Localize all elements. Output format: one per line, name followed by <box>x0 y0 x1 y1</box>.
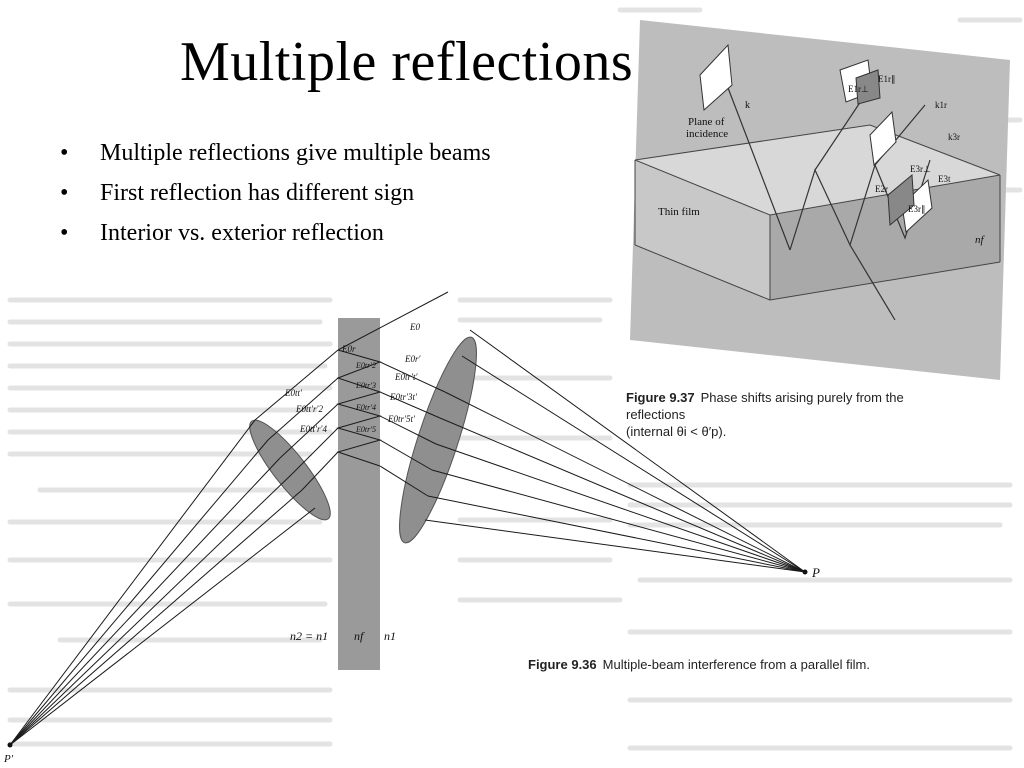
bullet-item: Multiple reflections give multiple beams <box>58 136 491 176</box>
vector-label: k <box>745 100 750 111</box>
caption-text: Multiple-beam interference from a parall… <box>602 657 870 672</box>
vector-label: E3t <box>938 174 951 184</box>
figure-label: Figure 9.37 <box>626 390 695 405</box>
caption-text-line2: (internal θi < θ′p). <box>626 424 727 439</box>
vector-label: E3r∥ <box>908 204 926 214</box>
thin-film-label: Thin film <box>658 206 700 218</box>
focus-point-p <box>802 569 808 575</box>
n2-eq-n1-label: n2 = n1 <box>290 629 328 643</box>
vector-label: k3r <box>948 132 960 142</box>
nf-label: nf <box>354 629 365 643</box>
slide-title: Multiple reflections <box>170 30 644 94</box>
vector-label: k1r <box>935 100 947 110</box>
vector-label: E3r⊥ <box>910 164 931 174</box>
right-lens <box>399 336 477 544</box>
point-p-label: P <box>811 565 820 580</box>
ray-label: E0tt′r′2 <box>295 404 323 414</box>
incidence-label: incidence <box>686 128 728 140</box>
nf-label: nf <box>975 234 986 246</box>
n1-label: n1 <box>384 629 396 643</box>
ray-label: E0 <box>409 322 420 332</box>
vector-label: E1r⊥ <box>848 84 869 94</box>
ray-label: E0r′ <box>404 354 422 364</box>
ray-label: E0tt′r′4 <box>299 424 327 434</box>
parallel-film <box>338 318 380 670</box>
ray-label: E0tr′3t′ <box>389 392 418 402</box>
ray-label: E0tr′5 <box>355 425 376 434</box>
ray-label: E0r <box>341 344 356 354</box>
ray-label: E0tr′5t′ <box>387 414 416 424</box>
bullet-item: First reflection has different sign <box>58 176 491 216</box>
bullet-item: Interior vs. exterior reflection <box>58 216 491 256</box>
point-p-prime-label: P′ <box>3 753 14 765</box>
vector-label: E1r∥ <box>878 74 896 84</box>
thin-film-side-face <box>770 175 1000 300</box>
ray-label: E0tr′3 <box>355 381 376 390</box>
caption-text: Phase shifts arising purely from the ref… <box>626 390 904 422</box>
thin-film-top-face <box>635 125 1000 215</box>
plane-label: Plane of <box>688 116 725 128</box>
ray-label: E0tr′4 <box>355 403 376 412</box>
figure-9-36-caption: Figure 9.36 Multiple-beam interference fr… <box>528 656 928 673</box>
vector-label: E2r <box>875 184 888 194</box>
ray-label: E0tr′t′ <box>394 372 418 382</box>
ray-label: E0tt′ <box>284 388 303 398</box>
bullet-list: Multiple reflections give multiple beams… <box>58 136 491 256</box>
thin-film-front-face <box>635 160 770 300</box>
ray-label: E0tr′2 <box>355 361 376 370</box>
left-lens <box>249 419 331 521</box>
figure-label: Figure 9.36 <box>528 657 597 672</box>
focus-point-p-prime <box>7 742 13 748</box>
